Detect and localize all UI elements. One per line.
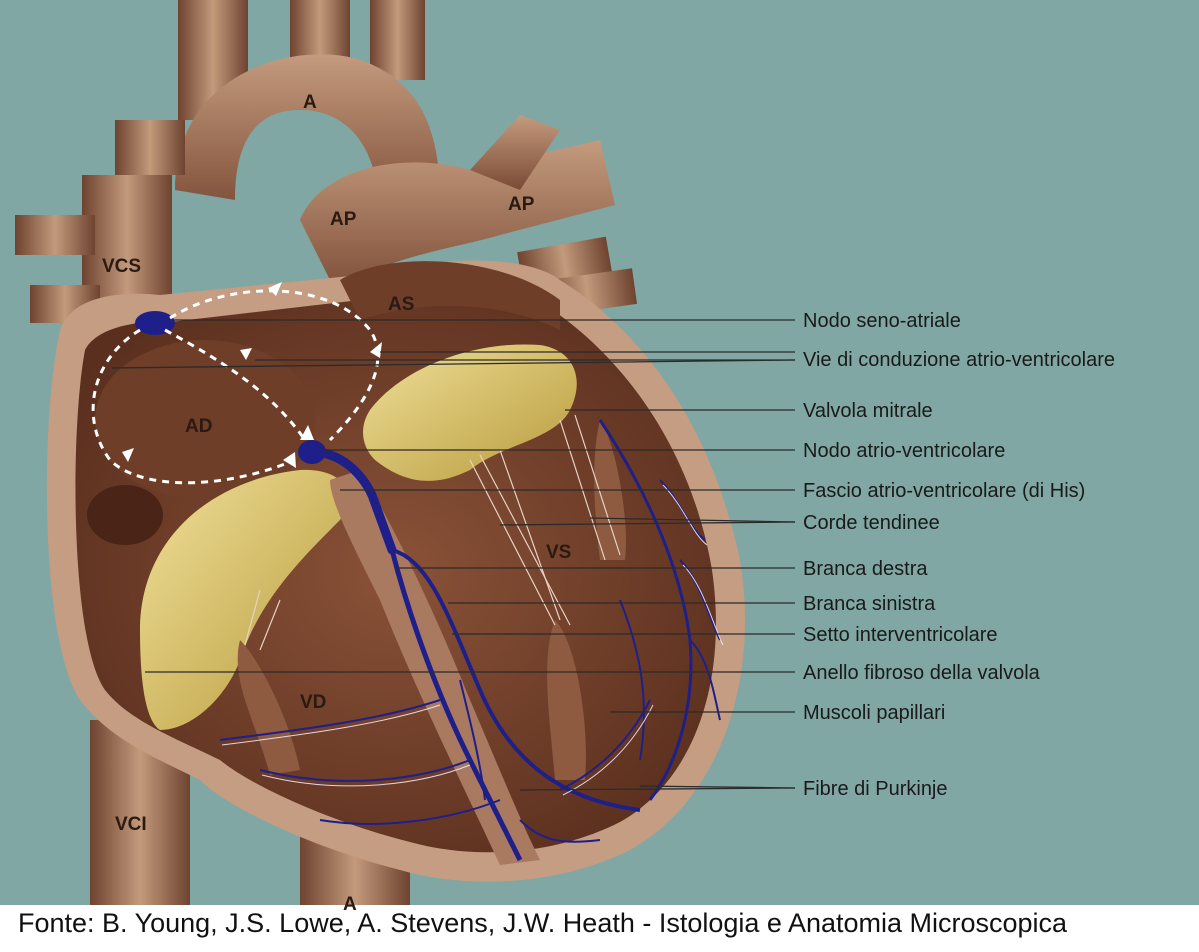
label-sinoatrial-node: Nodo seno-atriale [803, 310, 961, 332]
label-aorta-top: A [303, 92, 317, 113]
label-chordae-tendineae: Corde tendinee [803, 512, 940, 534]
label-purkinje-fibres: Fibre di Purkinje [803, 778, 948, 800]
label-pulmonary-artery-right: AP [508, 194, 535, 215]
label-interventricular-septum: Setto interventricolare [803, 624, 998, 646]
label-left-bundle-branch: Branca sinistra [803, 593, 936, 615]
label-bundle-of-his: Fascio atrio-ventricolare (di His) [803, 480, 1085, 502]
vessel-top-left [115, 120, 185, 175]
label-left-ventricle: VS [546, 542, 571, 563]
label-inferior-vena-cava: VCI [115, 814, 147, 835]
label-av-node: Nodo atrio-ventricolare [803, 440, 1005, 462]
label-mitral-valve: Valvola mitrale [803, 400, 933, 422]
label-papillary-muscles: Muscoli papillari [803, 702, 945, 724]
source-caption: Fonte: B. Young, J.S. Lowe, A. Stevens, … [18, 908, 1198, 948]
label-left-atrium: AS [388, 294, 414, 315]
atrial-hole [87, 485, 163, 545]
label-right-bundle-branch: Branca destra [803, 558, 928, 580]
label-pulmonary-artery-left: AP [330, 209, 357, 230]
brachio-vessel-left [15, 215, 95, 255]
label-right-atrium: AD [185, 416, 212, 437]
label-av-conduction-pathways: Vie di conduzione atrio-ventricolare [803, 349, 1115, 371]
label-right-ventricle: VD [300, 692, 326, 713]
label-fibrous-ring: Anello fibroso della valvola [803, 662, 1041, 684]
label-superior-vena-cava: VCS [102, 256, 141, 277]
